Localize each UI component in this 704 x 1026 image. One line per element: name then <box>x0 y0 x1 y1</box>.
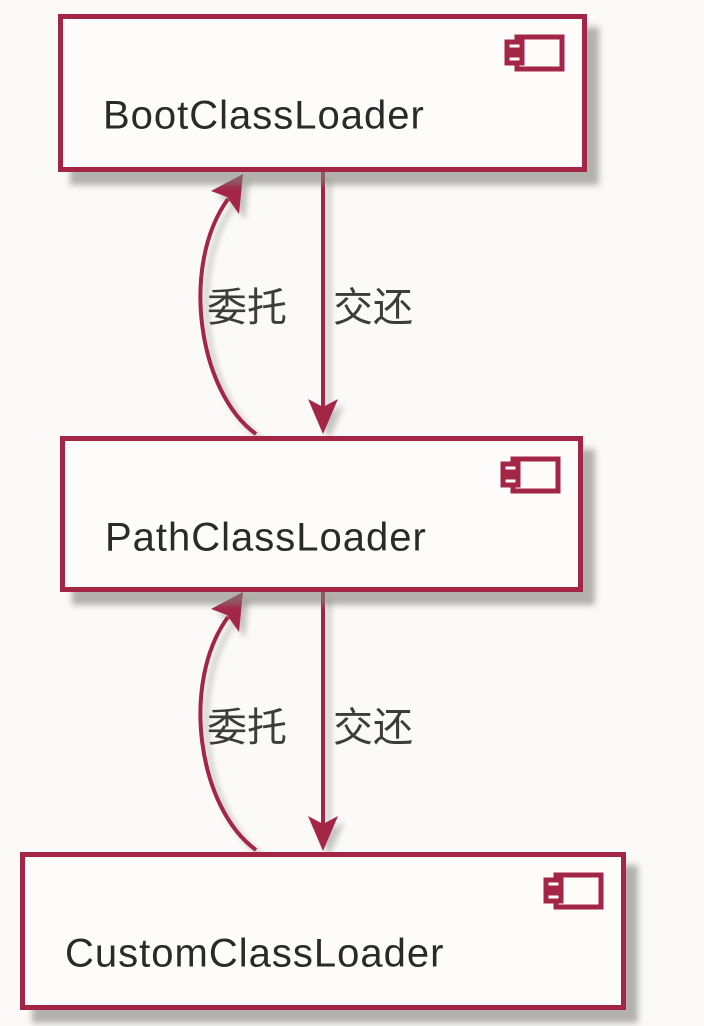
node-bootclassloader: BootClassLoader <box>58 14 587 172</box>
edge-label-delegate-2: 委托 <box>207 706 287 750</box>
edge-label-return-2: 交还 <box>333 706 413 750</box>
delegate-arrow-1-line <box>198 197 258 436</box>
return-arrow-2-head <box>308 816 338 851</box>
node-label-bootclassloader: BootClassLoader <box>103 93 425 138</box>
return-arrow-1-head <box>308 399 338 434</box>
node-label-pathclassloader: PathClassLoader <box>105 515 427 560</box>
delegate-arrow-2-head <box>211 592 243 632</box>
node-customclassloader: CustomClassLoader <box>20 852 626 1010</box>
node-pathclassloader: PathClassLoader <box>60 436 583 592</box>
component-icon <box>543 872 604 910</box>
edge-label-delegate-1: 委托 <box>207 286 287 330</box>
component-icon <box>504 34 565 72</box>
delegate-arrow-1-head <box>211 174 243 214</box>
delegate-arrow-2-line <box>198 615 258 852</box>
component-icon <box>500 456 561 494</box>
edge-label-return-1: 交还 <box>333 286 413 330</box>
node-label-customclassloader: CustomClassLoader <box>65 931 445 976</box>
